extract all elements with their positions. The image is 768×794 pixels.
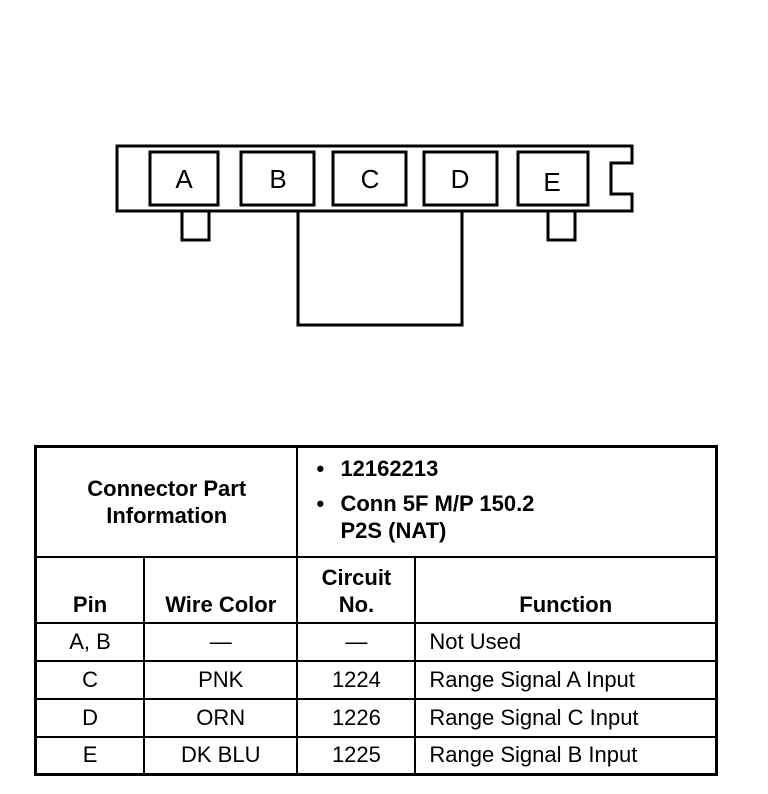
header-pin: Pin <box>34 555 146 624</box>
circuit-cell: 1226 <box>296 697 417 738</box>
connector-info-table: Connector Part Information 12162213 Conn… <box>34 445 718 776</box>
header-function: Function <box>414 555 718 624</box>
part-info-label: Connector Part Information <box>34 445 299 558</box>
pin-cavity-c <box>331 150 408 207</box>
pin-label-c: C <box>361 164 380 194</box>
pin-label-e: E <box>543 167 560 197</box>
pin-cavity-b <box>239 150 316 207</box>
part-info-row: Connector Part Information 12162213 Conn… <box>34 445 718 558</box>
pin-label-d: D <box>451 164 470 194</box>
header-circuit-no: Circuit No. <box>296 555 417 624</box>
pin-label-a: A <box>175 164 193 194</box>
function-cell: Not Used <box>414 621 718 662</box>
circuit-cell: 1224 <box>296 659 417 700</box>
wire-color-cell: ORN <box>143 697 299 738</box>
pin-cell: C <box>34 659 146 700</box>
function-cell: Range Signal C Input <box>414 697 718 738</box>
pin-cavity-e <box>516 150 590 207</box>
table-row: C PNK 1224 Range Signal A Input <box>34 659 718 700</box>
function-cell: Range Signal B Input <box>414 735 718 776</box>
table-row: E DK BLU 1225 Range Signal B Input <box>34 735 718 776</box>
wire-color-cell: PNK <box>143 659 299 700</box>
table-row: A, B — — Not Used <box>34 621 718 662</box>
pin-cell: A, B <box>34 621 146 662</box>
part-description: Conn 5F M/P 150.2 P2S (NAT) <box>316 490 560 544</box>
pin-cavity-d <box>422 150 499 207</box>
pin-label-b: B <box>269 164 286 194</box>
table-row: D ORN 1226 Range Signal C Input <box>34 697 718 738</box>
part-number: 12162213 <box>316 455 707 482</box>
wire-color-cell: DK BLU <box>143 735 299 776</box>
function-cell: Range Signal A Input <box>414 659 718 700</box>
wire-color-cell: — <box>143 621 299 662</box>
circuit-cell: — <box>296 621 417 662</box>
jumper-wire-b-d <box>296 211 464 327</box>
circuit-cell: 1225 <box>296 735 417 776</box>
header-wire-color: Wire Color <box>143 555 299 624</box>
pin-cavity-a <box>148 150 220 207</box>
pin-a-terminal <box>180 211 211 242</box>
pin-cell: D <box>34 697 146 738</box>
connector-diagram: A B C D E <box>115 144 634 327</box>
connector-body <box>115 144 634 213</box>
header-row: Pin Wire Color Circuit No. Function <box>34 555 718 624</box>
pin-cell: E <box>34 735 146 776</box>
part-info-values: 12162213 Conn 5F M/P 150.2 P2S (NAT) <box>296 445 718 558</box>
pin-e-terminal <box>546 211 577 242</box>
